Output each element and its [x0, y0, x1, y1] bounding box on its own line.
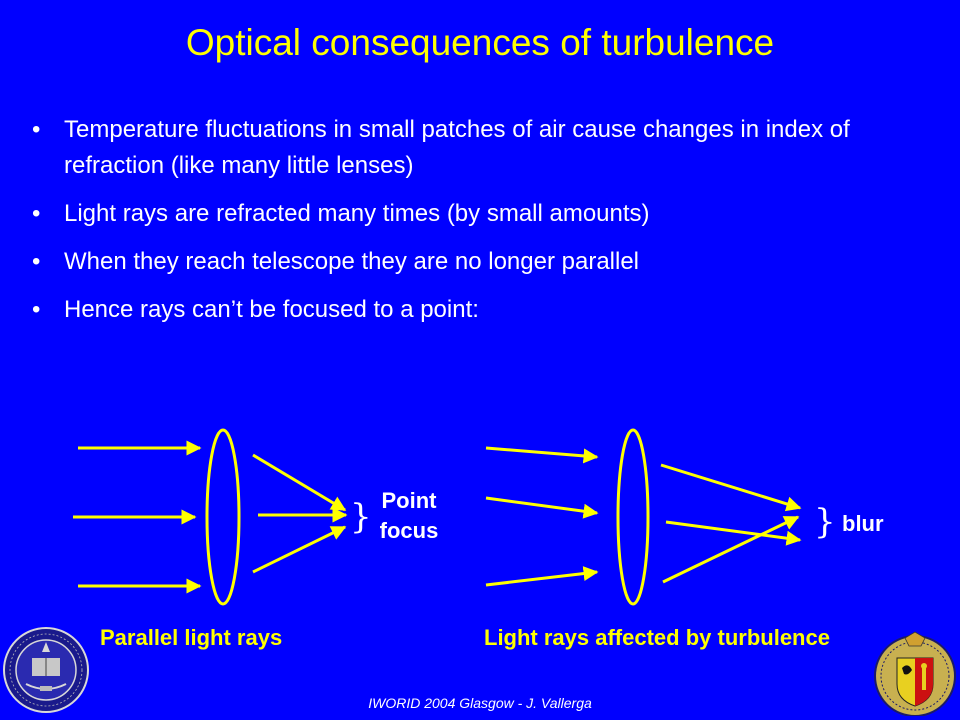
point-focus-brace: }: [350, 497, 372, 537]
point-focus-label: Point focus: [379, 488, 439, 543]
blur-label: blur: [842, 511, 884, 536]
scattered-ray-bottom: [662, 515, 800, 584]
turbulent-ray-top: [485, 446, 599, 464]
turbulent-ray-bottom: [485, 566, 599, 587]
turbulent-rays-caption: Light rays affected by turbulence: [484, 625, 830, 650]
bullet-list: • Temperature fluctuations in small patch…: [32, 112, 912, 340]
bullet-dot-icon: •: [32, 116, 41, 143]
bullet-text: Light rays are refracted many times (by …: [64, 200, 650, 227]
bullet-item: • Light rays are refracted many times (by…: [32, 196, 912, 232]
parallel-rays-caption: Parallel light rays: [100, 625, 283, 650]
scattered-ray-middle: [665, 520, 802, 546]
bullet-text: Temperature fluctuations in small patche…: [64, 116, 850, 179]
university-of-california-seal-icon: [3, 627, 89, 713]
scattered-ray-top: [660, 463, 802, 512]
bullet-item: • Hence rays can’t be focused to a point:: [32, 292, 912, 328]
lens-right: [616, 428, 650, 606]
lens-left: [205, 428, 241, 606]
bullet-text: When they reach telescope they are no lo…: [64, 248, 640, 275]
blur-brace: }: [814, 502, 836, 542]
outgoing-ray-bottom: [252, 525, 347, 574]
slide-footer: IWORID 2004 Glasgow - J. Vallerga: [368, 695, 592, 711]
bullet-dot-icon: •: [32, 296, 41, 323]
turbulent-ray-middle: [485, 496, 599, 519]
bullet-dot-icon: •: [32, 248, 41, 275]
bullet-dot-icon: •: [32, 200, 41, 227]
slide-title: Optical consequences of turbulence: [185, 22, 775, 63]
outgoing-ray-top: [252, 453, 347, 512]
bullet-item: • When they reach telescope they are no l…: [32, 244, 912, 280]
geneva-crest-seal-icon: [874, 631, 956, 716]
bullet-text: Hence rays can’t be focused to a point:: [64, 296, 479, 323]
bullet-item: • Temperature fluctuations in small patch…: [32, 112, 912, 184]
